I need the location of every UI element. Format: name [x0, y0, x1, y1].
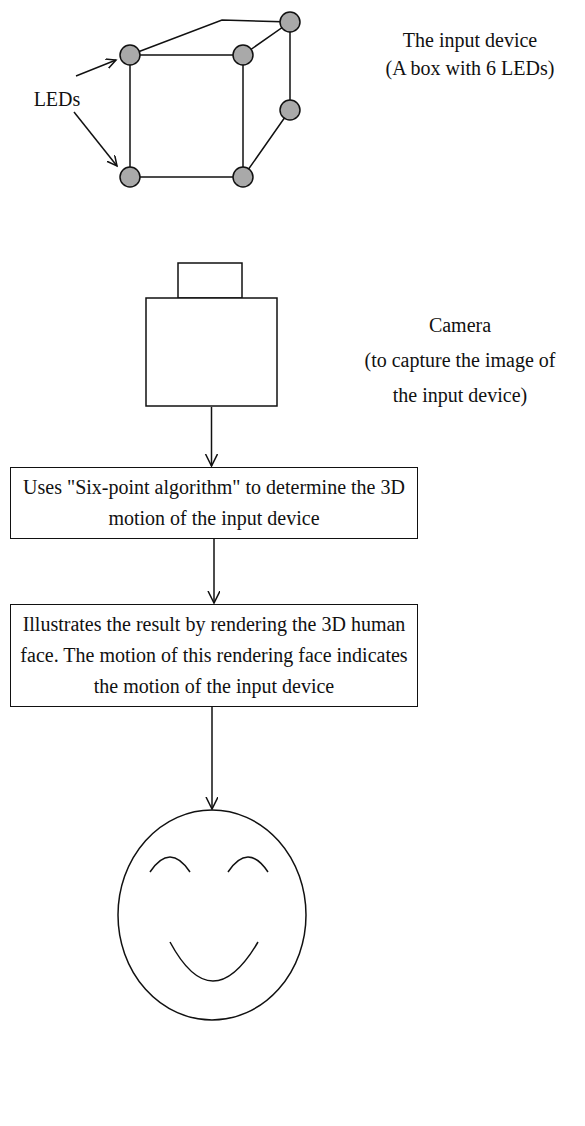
device-label: The input device	[360, 27, 580, 53]
device-label: (A box with 6 LEDs)	[360, 55, 580, 81]
camera-outline	[145, 262, 278, 407]
led-leader-arrows	[74, 60, 117, 166]
face-illustration	[118, 810, 306, 1020]
led-label: LEDs	[22, 86, 92, 112]
led-dots	[120, 12, 300, 187]
flow-arrow	[211, 407, 213, 466]
process-box: Uses "Six-point algorithm" to determine …	[10, 467, 418, 539]
face-arrow	[211, 707, 213, 809]
camera: Camera(to capture the image of the input…	[145, 262, 278, 407]
flow-arrow	[213, 539, 215, 603]
process-text: Illustrates the result by rendering the …	[19, 609, 409, 702]
camera-description: (to capture the image of the input devic…	[360, 343, 560, 413]
process-text: Uses "Six-point algorithm" to determine …	[19, 472, 409, 534]
process-box: Illustrates the result by rendering the …	[10, 604, 418, 707]
input-device-cube	[130, 20, 290, 177]
camera-title: Camera	[360, 308, 560, 343]
camera-caption: Camera(to capture the image of the input…	[345, 308, 575, 413]
